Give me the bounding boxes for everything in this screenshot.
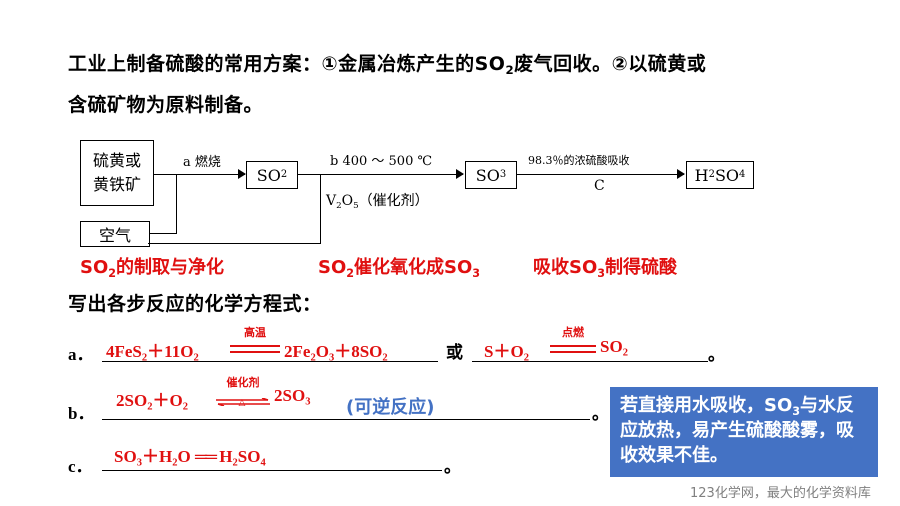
step-a-label: a 燃烧 <box>183 155 221 170</box>
connector-recycle-bottom <box>148 243 321 244</box>
answer-b-blank <box>102 419 590 420</box>
connector-vertical <box>176 174 177 234</box>
intro-text-b: 废气回收。②以硫黄或 <box>514 53 707 75</box>
answer-a-eq1-equals <box>230 345 280 353</box>
stage-2-sub: 2 <box>346 266 355 280</box>
stage-1-label: SO2的制取与净化 <box>80 253 224 279</box>
intro-sub: 2 <box>505 63 515 78</box>
intro-line-1: 工业上制备硫酸的常用方案：①金属冶炼产生的SO2废气回收。②以硫黄或 <box>68 49 706 76</box>
answer-a-blank-1 <box>102 361 438 362</box>
step-b-label: b 400 ～ 500 ℃ <box>330 154 433 169</box>
answer-b-label: b． <box>68 404 95 423</box>
raw-material-label-1: 硫黄或 <box>92 151 141 170</box>
arrow-head-c <box>677 169 685 179</box>
raw-material-box: 硫黄或 黄铁矿 <box>80 140 154 206</box>
intro-line-2: 含硫矿物为原料制备。 <box>68 94 264 116</box>
answer-b-condition: 催化剂 <box>226 376 260 389</box>
footer-watermark: 123化学网，最大的化学资料库 <box>690 486 871 501</box>
connector-air <box>149 233 176 234</box>
stage-2-label: SO2催化氧化成SO3 <box>318 253 480 279</box>
connector-so2-so3 <box>297 174 463 175</box>
connector-raw <box>153 174 245 175</box>
answer-b-product: 2SO3 <box>274 386 311 408</box>
stage-3-text-b: 制得硫酸 <box>605 257 678 278</box>
arrow-head-b <box>456 169 464 179</box>
arrow-head-a <box>238 169 246 179</box>
stage-1-text-a: SO <box>80 257 109 278</box>
answer-b-eq: 2SO2＋O2 <box>116 391 188 413</box>
connector-recycle-vertical <box>320 174 321 244</box>
answer-b-end: 。 <box>592 404 609 423</box>
stage-1-text-b: 的制取与净化 <box>116 257 225 278</box>
answer-a-eq2-product: SO2 <box>600 337 628 359</box>
answer-a-eq2-equals <box>550 345 596 353</box>
note-text: 若直接用水吸收，SO3与水反应放热，易产生硫酸酸雾，吸收效果不佳。 <box>620 395 855 466</box>
answer-a-eq1: 4FeS2＋11O2 <box>106 342 199 364</box>
catalyst-label: V2O5（催化剂） <box>326 193 429 212</box>
answer-c-end: 。 <box>444 457 461 476</box>
answer-c-eq: SO3＋H2O ══ H2SO4 <box>114 447 266 469</box>
answer-a-or: 或 <box>446 343 463 363</box>
answer-a-end: 。 <box>708 345 725 364</box>
answer-c-label: c． <box>68 457 93 476</box>
step-c-top-label: 98.3％的浓硫酸吸收 <box>528 154 630 167</box>
explanation-note: 若直接用水吸收，SO3与水反应放热，易产生硫酸酸雾，吸收效果不佳。 <box>610 387 878 477</box>
answer-a-blank-2 <box>472 361 708 362</box>
stage-3-sub: 3 <box>597 266 606 280</box>
raw-material-label-2: 黄铁矿 <box>92 175 141 194</box>
answer-a-eq1-condition: 高温 <box>244 326 266 339</box>
answer-a-eq2-condition: 点燃 <box>562 326 584 339</box>
answer-b-reversible-note: (可逆反应) <box>346 397 435 418</box>
stage-3-text-a: 吸收SO <box>533 257 598 278</box>
step-c-label: C <box>594 178 605 194</box>
answer-c-blank <box>102 470 442 471</box>
answer-a-eq2: S＋O2 <box>484 342 529 364</box>
reversible-arrow-icon <box>216 397 270 407</box>
air-box: 空气 <box>80 221 150 247</box>
answer-a-label: a． <box>68 345 94 364</box>
stage-2-sub2: 3 <box>472 266 481 280</box>
answer-a-eq1-products: 2Fe2O3＋8SO2 <box>284 342 388 364</box>
answer-b-reversible-arrow <box>216 391 270 407</box>
stage-1-sub: 2 <box>108 266 117 280</box>
intro-text-a: 工业上制备硫酸的常用方案：①金属冶炼产生的SO <box>68 53 506 75</box>
answer-b-heat: △ <box>238 398 246 408</box>
stage-3-label: 吸收SO3制得硫酸 <box>533 253 677 279</box>
stage-2-text-b: 催化氧化成SO <box>354 257 473 278</box>
question-text: 写出各步反应的化学方程式： <box>68 293 322 315</box>
stage-2-text-a: SO <box>318 257 347 278</box>
connector-so3-h2so4 <box>516 174 684 175</box>
